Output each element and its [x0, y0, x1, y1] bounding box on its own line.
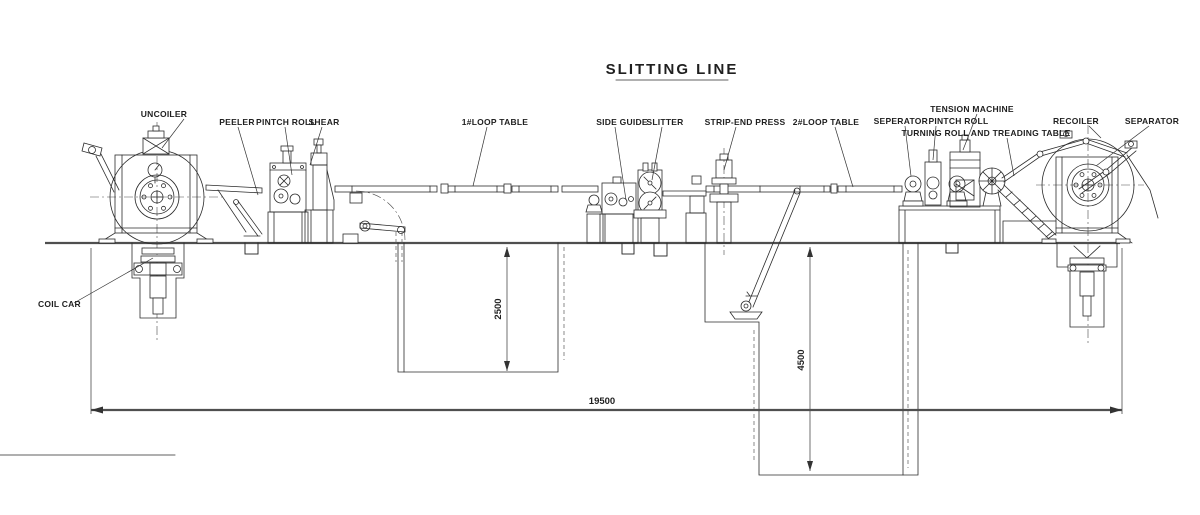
leader-strip-end-press [723, 126, 737, 171]
dimension-19500: 19500 [90, 248, 1123, 414]
coil-car-1-pit [131, 242, 185, 319]
leader-seperator-exit [904, 125, 912, 177]
drawing-title: SLITTING LINE [606, 61, 739, 78]
label-loop-table-2: 2#LOOP TABLE [793, 117, 860, 127]
turning-roll-treading-table [978, 167, 1057, 241]
leader-loop-table-1 [472, 126, 488, 187]
label-tension-machine: TENSION MACHINE [930, 104, 1014, 114]
exit-platform [898, 205, 1001, 244]
label-turning-roll: TURNING ROLL AND TREADING TABLE [901, 128, 1070, 138]
label-pintch-roll-exit: PINTCH ROLL [929, 116, 989, 126]
labels: UNCOILER COIL CAR PEELER PINTCH ROLL SHE… [38, 104, 1179, 309]
dimension-4500: 4500 [796, 247, 813, 471]
coil-car-2-pit [1056, 242, 1118, 328]
label-side-guide: SIDE GUIDE [596, 117, 648, 127]
label-coil-car: COIL CAR [38, 299, 81, 309]
uncoiler-machine [81, 122, 224, 340]
leader-side-guide [614, 126, 627, 201]
shear-machine [304, 138, 335, 244]
loop-pit-1 [397, 242, 559, 373]
coil-car-2 [1056, 242, 1118, 328]
slitter-machine [633, 162, 667, 244]
dimension-2500: 2500 [493, 247, 510, 371]
side-guide-machine [585, 176, 639, 244]
peeler-machine [205, 184, 263, 237]
dim-overall-text: 19500 [589, 396, 615, 407]
foundation-pits [397, 242, 919, 476]
loop-pit-2 [704, 242, 919, 476]
pinch-roll-machine [267, 145, 309, 244]
label-pintch-roll: PINTCH ROLL [256, 117, 316, 127]
leader-recoiler [1088, 125, 1102, 139]
leader-loop-table-2 [834, 126, 854, 188]
label-strip-end-press: STRIP-END PRESS [705, 117, 786, 127]
uncoiler-tilt-cylinder [81, 142, 103, 157]
loop-table-1-machine [342, 190, 406, 262]
label-peeler: PEELER [219, 117, 255, 127]
leader-uncoiler [161, 118, 185, 149]
roller-tables [334, 183, 903, 194]
label-seperator-exit: SEPERATOR [874, 116, 928, 126]
dim-pit2-text: 4500 [796, 349, 807, 370]
leader-tension-machine [962, 113, 978, 151]
leader-pintch-roll [284, 126, 293, 176]
leader-shear [309, 126, 323, 166]
label-recoiler: RECOILER [1053, 116, 1099, 126]
label-shear: SHEAR [308, 117, 339, 127]
loop-table-2-machine [729, 187, 801, 320]
tension-machine [949, 134, 981, 208]
separator-pinch-roll-machine [902, 149, 968, 207]
leader-peeler [237, 126, 259, 196]
drawing-title-block: SLITTING LINE [606, 61, 739, 81]
leader-pintch-roll-exit [932, 125, 937, 161]
dim-pit1-text: 2500 [493, 298, 504, 319]
leader-turning-roll [1006, 137, 1015, 177]
leader-coil-car [73, 257, 154, 304]
label-slitter: SLITTER [646, 117, 683, 127]
loop-arm-level-mark [745, 291, 758, 297]
leader-slitter [651, 126, 663, 181]
label-separator: SEPARATOR [1125, 116, 1179, 126]
recoiler-machine [1036, 125, 1144, 345]
coil-car-1 [131, 242, 185, 319]
leader-separator [1095, 125, 1150, 167]
label-uncoiler: UNCOILER [141, 109, 187, 119]
strip-end-press-machine [662, 148, 739, 255]
label-loop-table-1: 1#LOOP TABLE [462, 117, 529, 127]
